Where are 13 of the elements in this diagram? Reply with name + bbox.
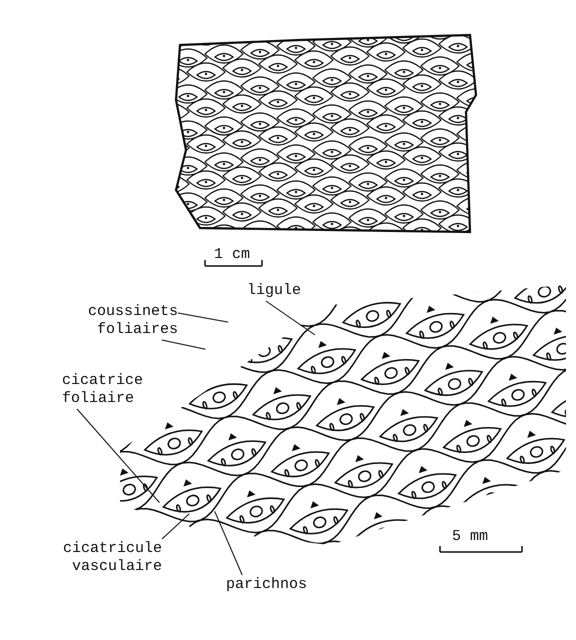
- part-label: cicatrice foliaire: [62, 372, 162, 408]
- leader-line: [265, 300, 316, 336]
- scale-label: 1 cm: [214, 246, 250, 264]
- part-label: coussinets foliaires: [70, 303, 178, 339]
- leader-line: [214, 510, 243, 576]
- leader-line: [76, 408, 160, 503]
- part-label: cicatricule vasculaire: [50, 540, 162, 576]
- leader-line: [178, 312, 229, 323]
- part-label: ligule: [247, 282, 302, 300]
- leader-line: [161, 340, 206, 350]
- leader-line: [162, 513, 190, 540]
- scale-label: 5 mm: [452, 528, 488, 546]
- part-label: parichnos: [226, 576, 308, 594]
